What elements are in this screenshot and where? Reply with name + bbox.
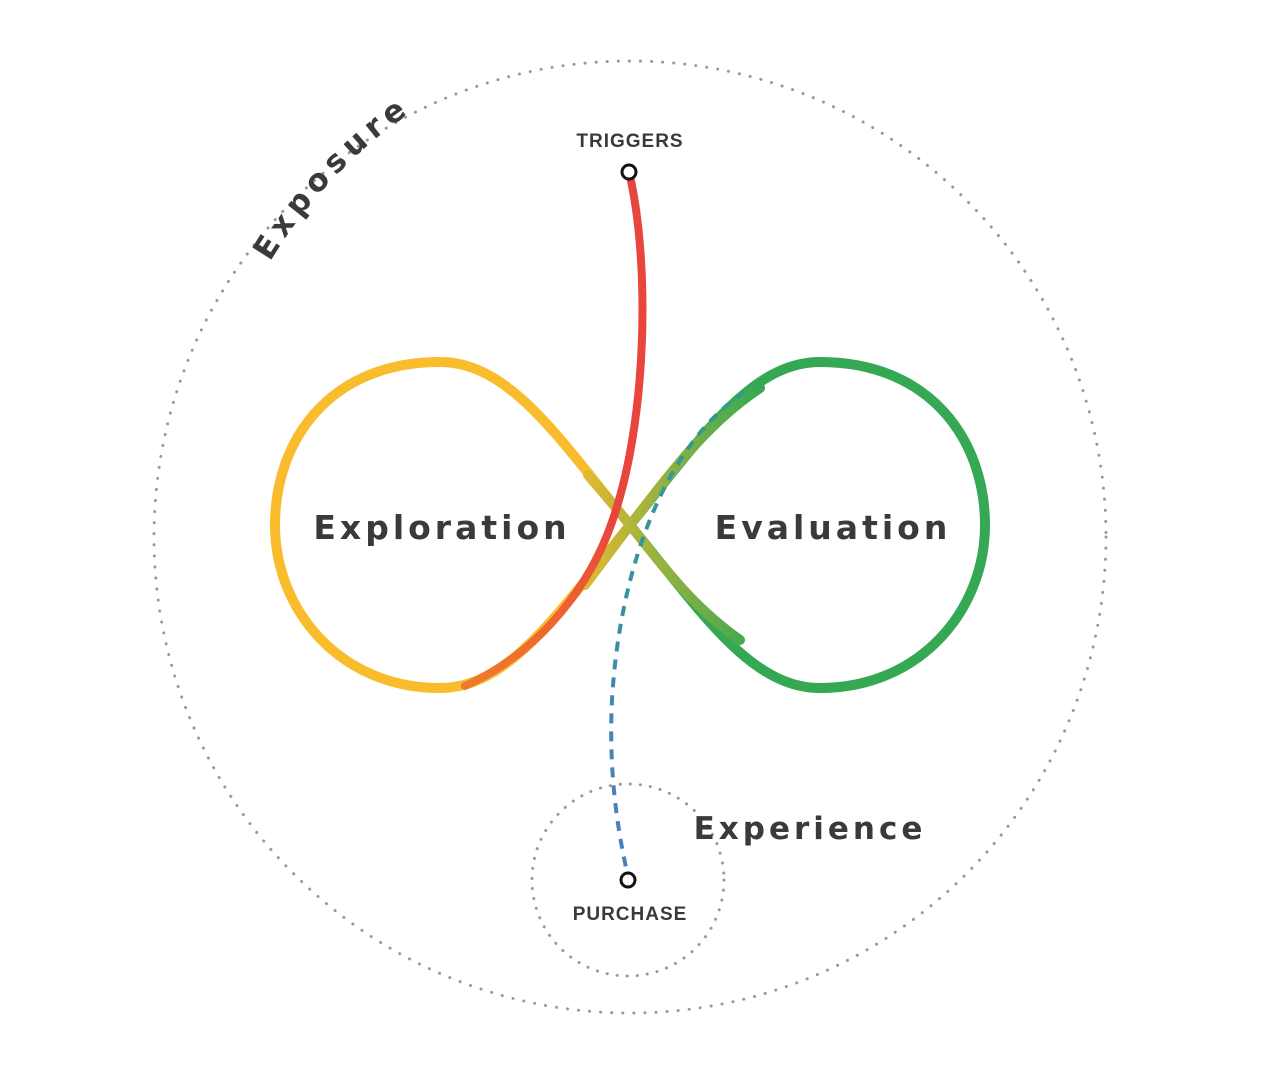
exposure-label: Exposure xyxy=(246,88,417,266)
loop-crossing-up xyxy=(580,383,765,590)
loop-crossing-down xyxy=(583,470,745,645)
purchase-label: PURCHASE xyxy=(573,904,688,925)
triggers-label: TRIGGERS xyxy=(576,131,683,152)
purchase-path xyxy=(609,390,747,873)
exploration-label: Exploration xyxy=(313,508,570,547)
triggers-path xyxy=(461,168,647,690)
exposure-circle xyxy=(152,59,1108,1015)
purchase-node xyxy=(619,871,637,889)
evaluation-label: Evaluation xyxy=(715,508,952,547)
evaluation-loop xyxy=(625,356,991,694)
experience-circle xyxy=(530,782,726,978)
triggers-node xyxy=(620,163,638,181)
experience-label: Experience xyxy=(694,811,927,847)
